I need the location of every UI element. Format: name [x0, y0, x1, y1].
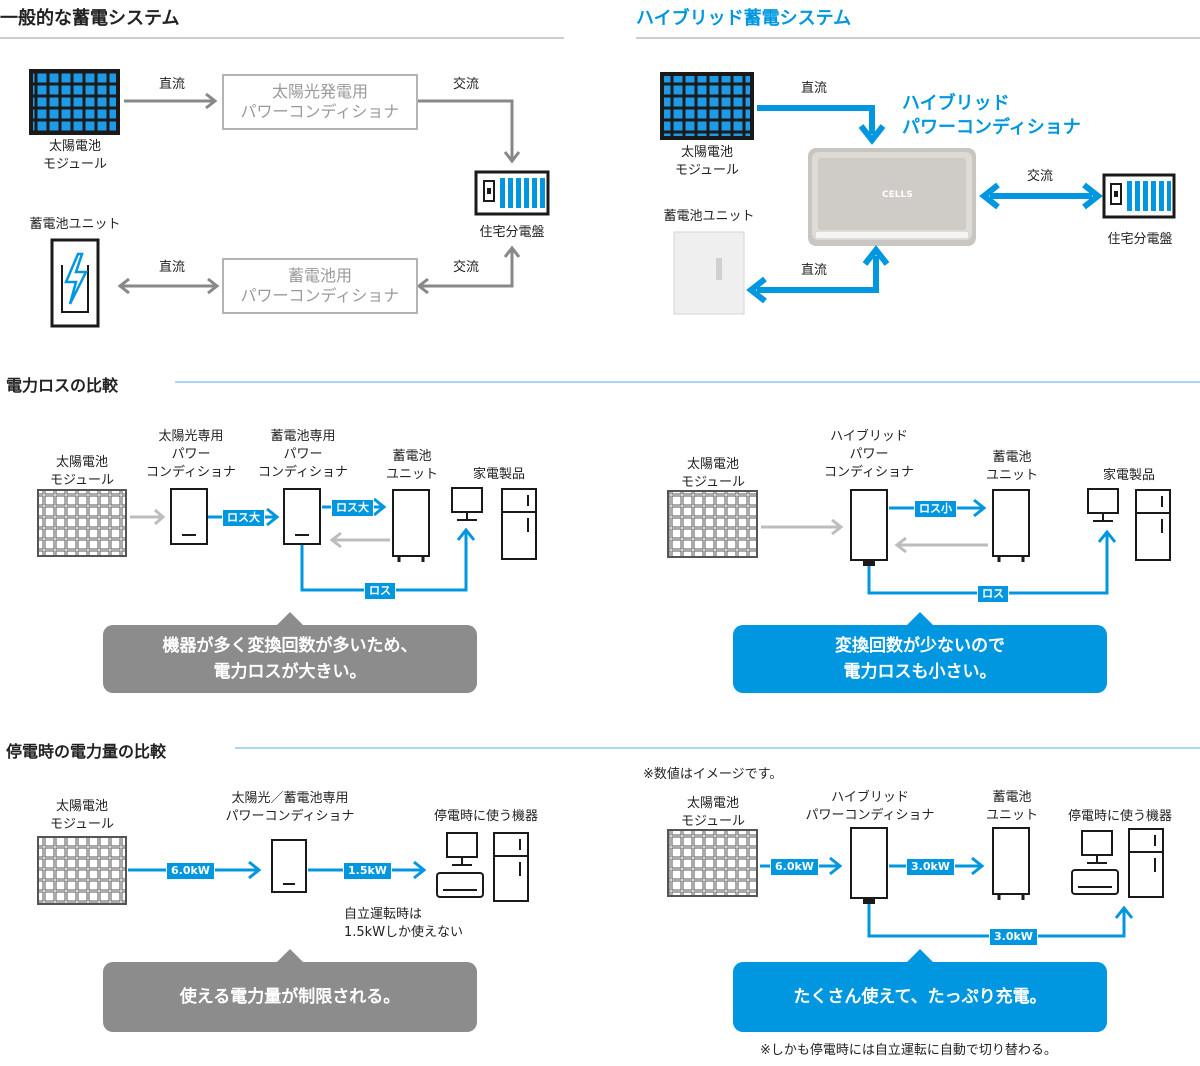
hybrid-system-title: ハイブリッド蓄電システム	[636, 8, 852, 29]
tl-battery-pcs-box: 蓄電池用 パワーコンディショナ	[222, 258, 418, 314]
tr-brand-label: CELLS	[882, 190, 913, 200]
tl-solar-pcs-box: 太陽光発電用 パワーコンディショナ	[222, 74, 418, 130]
tr-dc-label-2: 直流	[800, 263, 827, 278]
loss-left-battery-pcs-label: 蓄電池専用 パワー コンディショナ	[257, 429, 349, 480]
outage-left-solar-label: 太陽電池 モジュール	[49, 799, 115, 832]
outage-left-solar-panel-icon	[37, 836, 127, 905]
tr-dc-label-1: 直流	[800, 81, 827, 96]
outage-left-devices-icon	[436, 832, 529, 902]
solar-panel-icon-hybrid	[660, 72, 754, 140]
loss-left-battery-label: 蓄電池 ユニット	[385, 449, 438, 482]
tr-battery-unit-label: 蓄電池ユニット	[663, 209, 755, 224]
loss-right-hybrid-pcs-icon	[850, 489, 888, 566]
loss-right-solar-panel-icon	[667, 490, 758, 558]
loss-left-solar-label: 太陽電池 モジュール	[49, 455, 115, 488]
outage-right-tag-in: 6.0kW	[770, 858, 819, 876]
outage-left-pcs-label: 太陽光／蓄電池専用 パワーコンディショナ	[225, 791, 355, 824]
tl-distribution-panel-label: 住宅分電盤	[479, 225, 545, 240]
outage-left-pcs-icon	[271, 839, 307, 893]
arrow-ac-solar	[418, 99, 521, 164]
loss-left-callout: 機器が多く変換回数が多いため、 電力ロスが大きい。	[103, 612, 477, 693]
tl-battery-unit-label: 蓄電池ユニット	[29, 217, 121, 232]
tl-ac-label-1: 交流	[452, 77, 479, 92]
outage-right-devices-icon	[1071, 828, 1164, 898]
arrow-battery-to-pcs-gray	[329, 531, 390, 549]
tl-dc-label-1: 直流	[158, 77, 185, 92]
arrow-solar-to-hybrid-gray	[761, 518, 844, 536]
outage-right-solar-label: 太陽電池 モジュール	[680, 796, 746, 829]
loss-left-battery-pcs-icon	[283, 488, 321, 545]
outage-left-devices-label: 停電時に使う機器	[433, 809, 538, 824]
loss-section-title: 電力ロスの比較	[6, 376, 119, 395]
distribution-panel-icon	[474, 170, 550, 216]
loss-right-monitor-icon	[1087, 488, 1119, 522]
outage-right-hybrid-pcs-label: ハイブリッド パワーコンディショナ	[805, 790, 935, 823]
tr-solar-module-label: 太陽電池 モジュール	[674, 145, 740, 178]
loss-right-fridge-icon	[1135, 489, 1171, 561]
distribution-panel-icon-hybrid	[1102, 173, 1176, 219]
battery-unit-lightning-icon	[50, 238, 100, 328]
outage-right-tag-devices: 3.0kW	[989, 928, 1038, 946]
outage-right-battery-label: 蓄電池 ユニット	[985, 790, 1038, 823]
tl-solar-module-label: 太陽電池 モジュール	[42, 139, 108, 172]
loss-left-fridge-icon	[501, 488, 537, 560]
arrow-dc-solar	[124, 92, 218, 110]
hybrid-pcs-device-icon	[808, 148, 976, 246]
loss-right-tag-small: ロス小	[914, 500, 957, 518]
tl-dc-label-2: 直流	[158, 260, 185, 275]
outage-left-limit-note: 自立運転時は 1.5kWしか使えない	[344, 907, 464, 940]
tr-distribution-panel-label: 住宅分電盤	[1107, 232, 1173, 247]
arrow-ac-hybrid	[979, 182, 1103, 210]
loss-left-tag-loss: ロス	[364, 582, 396, 600]
arrow-dc-hybrid-solar	[757, 105, 886, 145]
loss-right-hybrid-pcs-label: ハイブリッド パワー コンディショナ	[823, 429, 915, 480]
loss-right-callout: 変換回数が少ないので 電力ロスも小さい。	[733, 612, 1107, 693]
outage-right-hybrid-pcs-icon	[850, 827, 888, 904]
loss-left-solar-pcs-label: 太陽光専用 パワー コンディショナ	[145, 429, 237, 480]
loss-right-battery-label: 蓄電池 ユニット	[985, 450, 1038, 483]
loss-right-appliances-label: 家電製品	[1102, 468, 1155, 483]
outage-left-callout: 使える電力量が制限される。	[103, 949, 477, 1032]
general-system-title: 一般的な蓄電システム	[0, 8, 180, 29]
arrow-battery-to-hybrid-gray	[894, 536, 988, 554]
loss-left-solar-pcs-icon	[170, 488, 208, 545]
outage-right-solar-panel-icon	[667, 829, 758, 897]
outage-right-tag-battery: 3.0kW	[906, 858, 955, 876]
tr-ac-label: 交流	[1026, 169, 1053, 184]
loss-right-solar-label: 太陽電池 モジュール	[680, 457, 746, 490]
loss-left-monitor-icon	[451, 487, 483, 521]
solar-panel-icon	[29, 69, 120, 135]
loss-right-battery-icon	[992, 489, 1030, 562]
outage-right-callout: たくさん使えて、たっぷり充電。	[733, 949, 1107, 1032]
loss-left-tag-big-1: ロス大	[222, 509, 265, 527]
tl-ac-label-2: 交流	[452, 260, 479, 275]
arrow-dc-hybrid-battery	[746, 245, 890, 304]
loss-left-battery-icon	[392, 489, 430, 562]
loss-right-tag-loss: ロス	[977, 585, 1009, 603]
arrow-dc-battery	[117, 277, 220, 295]
battery-unit-photo-icon	[673, 231, 745, 315]
loss-left-tag-big-2: ロス大	[331, 499, 374, 517]
arrow-solar-to-pcs-gray	[130, 508, 166, 526]
loss-left-solar-panel-icon	[37, 489, 127, 557]
outage-right-battery-icon	[992, 827, 1030, 900]
tr-hybrid-pcs-label: ハイブリッド パワーコンディショナ	[902, 93, 1081, 138]
outage-section-title: 停電時の電力量の比較	[6, 742, 167, 761]
outage-left-tag-out: 1.5kW	[343, 862, 392, 880]
loss-left-appliances-label: 家電製品	[472, 467, 525, 482]
outage-note: ※数値はイメージです。	[643, 767, 783, 782]
outage-right-footnote: ※しかも停電時には自立運転に自動で切り替わる。	[760, 1043, 1057, 1058]
outage-left-tag-in: 6.0kW	[166, 862, 215, 880]
arrow-ac-battery	[416, 245, 521, 295]
outage-right-devices-label: 停電時に使う機器	[1067, 809, 1172, 824]
